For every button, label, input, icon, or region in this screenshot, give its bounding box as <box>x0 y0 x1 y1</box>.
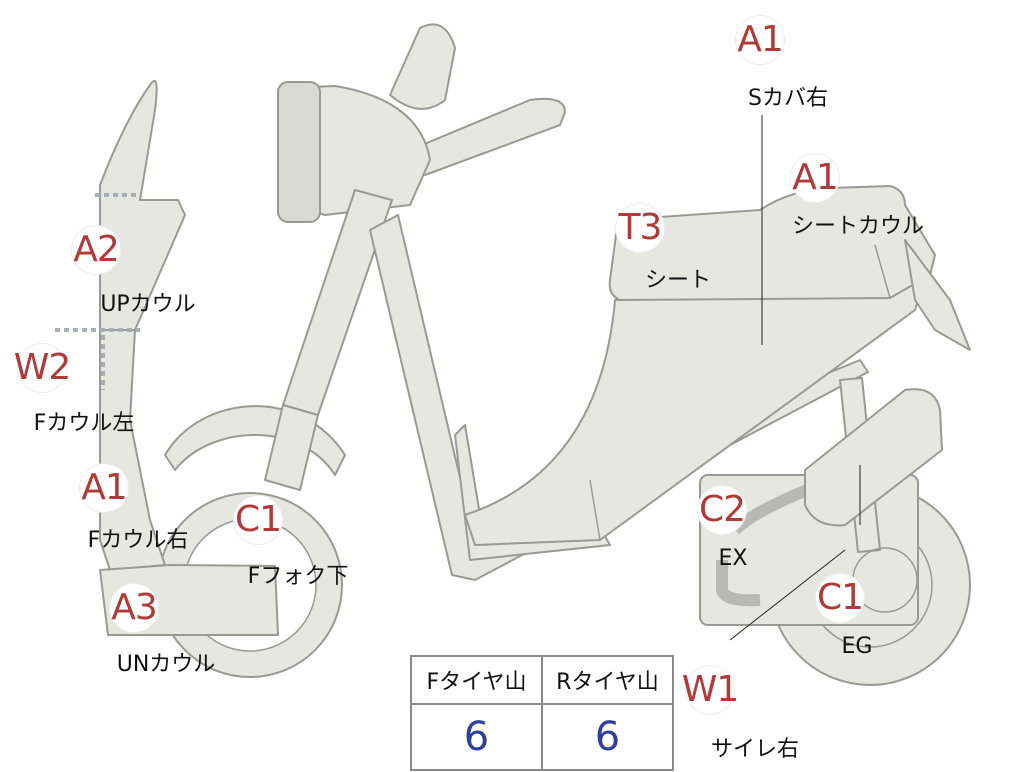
tire-table-header-row: Fタイヤ山 Rタイヤ山 <box>410 655 674 705</box>
muffler <box>804 388 943 527</box>
side-cover <box>464 259 931 546</box>
front-tire-header: Fタイヤ山 <box>410 655 543 705</box>
floor-frame <box>369 214 869 581</box>
headlight <box>277 81 321 223</box>
fork <box>282 189 393 416</box>
seat-shape <box>608 185 936 301</box>
label-f-cowl-left: Fカウル左 <box>33 411 135 436</box>
grade-badge-seat: T3 <box>616 204 664 252</box>
front-cowl-lower <box>99 329 166 571</box>
label-seat-cowl: シートカウル <box>791 214 925 239</box>
leader-silencer <box>729 549 846 641</box>
label-up-cowl: UPカウル <box>100 292 196 317</box>
grade-badge-up-cowl: A2 <box>72 226 120 274</box>
fork-lower <box>264 404 319 491</box>
label-f-cowl-right: Fカウル右 <box>87 528 189 553</box>
grade-badge-f-fork-lower: C1 <box>234 496 282 544</box>
tail-cowl <box>904 239 971 351</box>
front-tire-value: 6 <box>410 703 543 771</box>
grade-badge-silencer-right: W1 <box>682 666 739 714</box>
grade-badge-exhaust: C2 <box>698 486 746 534</box>
label-silencer-right: サイレ右 <box>710 737 800 762</box>
tire-table-value-row: 6 6 <box>410 703 674 771</box>
grade-badge-f-cowl-right: A1 <box>80 464 128 512</box>
handlebar <box>409 97 566 176</box>
label-f-fork-lower: Fフォク下 <box>247 564 349 589</box>
grade-badge-s-cover-right: A1 <box>736 16 784 64</box>
grade-badge-f-cowl-left: W2 <box>14 344 71 392</box>
label-exhaust: EX <box>718 546 748 571</box>
grade-badge-seat-cowl: A1 <box>791 154 839 202</box>
label-engine: EG <box>841 634 873 659</box>
tire-tread-table: Fタイヤ山 Rタイヤ山 6 6 <box>410 655 674 771</box>
label-s-cover-right: Sカバ右 <box>748 86 828 111</box>
grade-badge-un-cowl: A3 <box>110 584 158 632</box>
windscreen <box>389 23 456 110</box>
label-seat: シート <box>644 268 712 293</box>
grade-badge-engine: C1 <box>816 574 864 622</box>
rear-tire-value: 6 <box>541 703 674 771</box>
label-un-cowl: UNカウル <box>116 652 216 677</box>
rear-tire-header: Rタイヤ山 <box>541 655 674 705</box>
